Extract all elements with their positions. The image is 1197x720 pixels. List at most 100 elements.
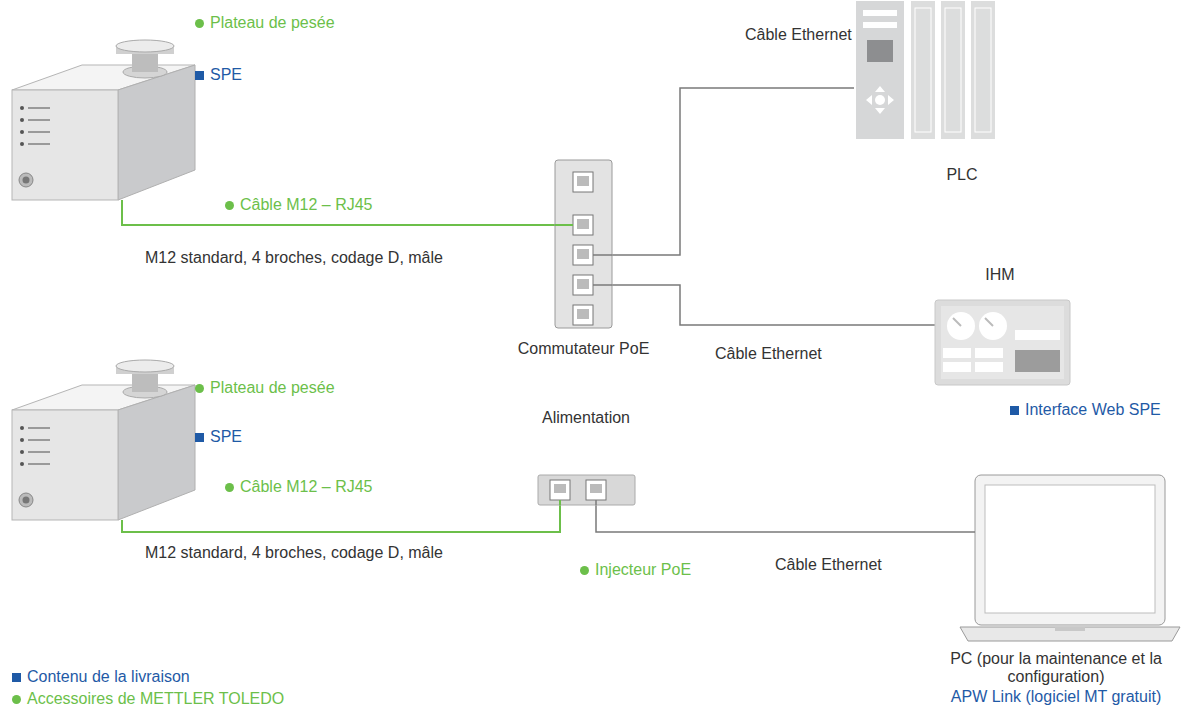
weighing-module: Plateau de peséeSPE (12, 40, 195, 200)
platter-top (116, 360, 174, 372)
plc-device: PLC (855, 0, 1000, 140)
laptop-pc-art (960, 475, 1180, 645)
module-side (118, 65, 195, 200)
led-mark (28, 131, 50, 133)
device-label: SPE (210, 66, 242, 84)
cable-line (596, 505, 960, 532)
device-label: APW Link (logiciel MT gratuit) (951, 688, 1161, 705)
status-led (20, 106, 24, 110)
cable-stub (595, 500, 597, 505)
legend-swatch (12, 695, 21, 704)
module-front (12, 410, 118, 520)
port-contacts (577, 249, 589, 259)
switch-port (573, 172, 593, 192)
status-led (20, 130, 24, 134)
device-label-row: Injecteur PoE (580, 561, 691, 579)
port-contacts (577, 176, 589, 186)
led-mark (28, 427, 50, 429)
status-led (20, 438, 24, 442)
device-label: Plateau de pesée (210, 379, 335, 397)
led-mark (28, 143, 50, 145)
m12-pins (23, 497, 30, 504)
hmi-panel-art (935, 300, 1070, 385)
cable-label-row: Câble M12 – RJ45 (225, 478, 373, 496)
device-label: PC (pour la maintenance et la configurat… (950, 650, 1162, 685)
hmi-field (1015, 330, 1060, 340)
weighing-module-art (12, 40, 195, 200)
led-mark (28, 107, 50, 109)
m12-socket (19, 493, 33, 507)
accessory-bullet (195, 19, 204, 28)
device-label-row: PC (pour la maintenance et la configurat… (925, 650, 1187, 686)
laptop-notch (1055, 627, 1085, 631)
hmi-button (1015, 350, 1060, 372)
cable-label-row: Câble Ethernet (715, 345, 822, 363)
hmi-field (943, 362, 971, 372)
status-led (20, 426, 24, 430)
module-front (12, 90, 118, 200)
plc-module-face (915, 8, 931, 132)
hmi-panel: IHMInterface Web SPE (935, 300, 1070, 385)
hmi-frame (935, 300, 1070, 385)
cable-label: Câble Ethernet (745, 26, 852, 44)
device-label: Plateau de pesée (210, 14, 335, 32)
gauge-needle (953, 318, 961, 326)
accessory-bullet (580, 566, 589, 575)
cable-stub (593, 254, 612, 256)
connector-spec-row: M12 standard, 4 broches, codage D, mâle (145, 249, 443, 267)
cable-line (612, 285, 935, 325)
plc-cpu (855, 0, 905, 140)
device-label-row: Alimentation (542, 409, 630, 427)
connector-spec: M12 standard, 4 broches, codage D, mâle (145, 249, 443, 267)
port-contacts (590, 484, 602, 493)
led-mark (28, 451, 50, 453)
device-label-row: Interface Web SPE (1010, 401, 1161, 419)
hmi-field (943, 348, 971, 358)
cable-label: Câble Ethernet (775, 556, 882, 574)
device-label: PLC (946, 166, 977, 184)
device-label: Commutateur PoE (518, 340, 650, 358)
plc-device-art (855, 0, 1000, 140)
device-label-row: IHM (985, 266, 1014, 284)
legend-swatch (12, 673, 21, 682)
plc-arrows (866, 86, 894, 114)
status-led (20, 450, 24, 454)
hmi-screen (941, 306, 1064, 379)
injector-port (550, 480, 570, 500)
cable-stub (555, 224, 573, 226)
laptop-base (960, 627, 1180, 641)
device-label: IHM (985, 266, 1014, 284)
led-mark (28, 463, 50, 465)
switch-body (555, 160, 612, 328)
status-led (20, 142, 24, 146)
laptop-screen (985, 485, 1155, 613)
device-label-row: SPE (195, 66, 242, 84)
poe-switch: Commutateur PoE (555, 160, 612, 328)
cable-label-row: Câble Ethernet (775, 556, 882, 574)
led-mark (28, 439, 50, 441)
plc-module (970, 0, 996, 140)
device-label-row: SPE (195, 428, 242, 446)
device-label: Injecteur PoE (595, 561, 691, 579)
delivery-bullet (1010, 406, 1019, 415)
device-label: SPE (210, 428, 242, 446)
legend-text: Contenu de la livraison (27, 668, 190, 686)
cable-stub (593, 284, 612, 286)
accessory-bullet (195, 384, 204, 393)
poe-injector-art (538, 475, 635, 505)
laptop-pc: PC (pour la maintenance et la configurat… (960, 475, 1180, 645)
device-label: Interface Web SPE (1025, 401, 1161, 419)
port-contacts (577, 219, 589, 229)
hmi-gauge (979, 312, 1007, 340)
cable-label-row: Câble M12 – RJ45 (225, 196, 373, 214)
hmi-field (975, 348, 1003, 358)
plc-module (910, 0, 936, 140)
poe-injector: AlimentationInjecteur PoE (538, 475, 635, 505)
device-label-row: Plateau de pesée (195, 379, 335, 397)
plc-slot (863, 22, 897, 28)
port-contacts (554, 484, 566, 493)
legend-row: Accessoires de METTLER TOLEDO (12, 690, 284, 708)
cable-line (122, 505, 560, 532)
switch-port (573, 275, 593, 295)
